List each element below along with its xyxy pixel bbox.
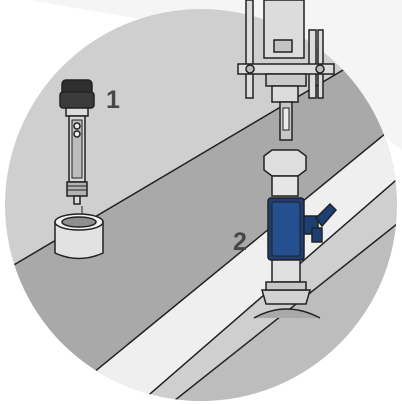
valve-assembly bbox=[237, 0, 338, 319]
hex-nut bbox=[263, 149, 307, 177]
step-number-2: 2 bbox=[233, 228, 247, 256]
step-number-1: 1 bbox=[106, 86, 120, 114]
sensor-cap-cup bbox=[54, 213, 104, 260]
sensor-probe bbox=[59, 79, 95, 205]
